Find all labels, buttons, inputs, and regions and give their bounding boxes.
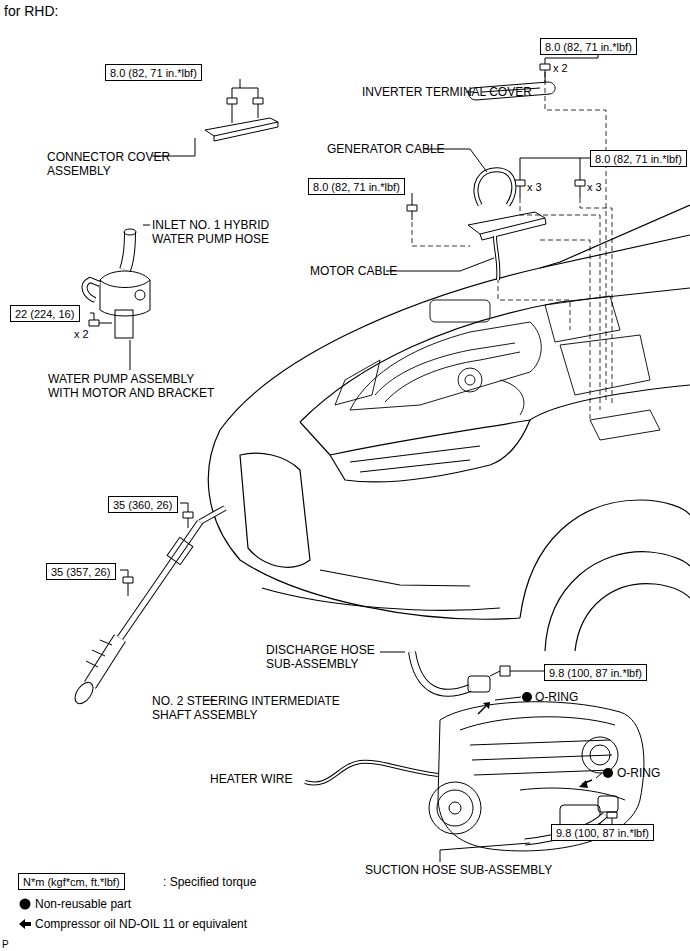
connector-cover [152, 79, 278, 156]
power-cable [386, 149, 590, 280]
torque-value: 8.0 (82, 71 in.*lbf) [110, 66, 197, 80]
torque-spec-box: 35 (360, 26) [108, 496, 178, 513]
torque-spec-box: 8.0 (82, 71 in.*lbf) [590, 150, 687, 167]
page-heading: for RHD: [4, 3, 58, 19]
vehicle-outline [208, 205, 690, 651]
torque-value: 35 (357, 26) [51, 565, 110, 579]
part-label: CONNECTOR COVER ASSEMBLY [47, 150, 172, 178]
torque-value: 9.8 (100, 87 in.*lbf) [556, 826, 649, 840]
non-reusable-dot [18, 897, 32, 911]
torque-value: 8.0 (82, 71 in.*lbf) [313, 180, 400, 194]
torque-value: N*m (kgf*cm, ft.*lbf) [23, 875, 120, 889]
quantity-label: x 2 [553, 61, 568, 75]
water-pump [85, 225, 150, 370]
part-label: SUCTION HOSE SUB-ASSEMBLY [365, 863, 552, 877]
unit-legend-box: N*m (kgf*cm, ft.*lbf) [18, 873, 125, 890]
quantity-label: x 2 [74, 327, 89, 341]
torque-spec-box: 8.0 (82, 71 in.*lbf) [105, 64, 202, 81]
legend-text: Compressor oil ND-OIL 11 or equivalent [35, 917, 247, 931]
quantity-label: x 3 [587, 180, 602, 194]
torque-value: 22 (224, 16) [15, 307, 74, 321]
torque-spec-box: 9.8 (100, 87 in.*lbf) [551, 824, 654, 841]
part-label: WATER PUMP ASSEMBLY WITH MOTOR AND BRACK… [48, 372, 223, 400]
part-label: INVERTER TERMINAL COVER [362, 85, 532, 99]
quantity-label: x 3 [527, 180, 542, 194]
torque-spec-box: 9.8 (100, 87 in.*lbf) [544, 664, 647, 681]
torque-spec-box: 8.0 (82, 71 in.*lbf) [540, 38, 637, 55]
torque-value: 8.0 (82, 71 in.*lbf) [595, 152, 682, 166]
part-label: GENERATOR CABLE [327, 142, 445, 156]
part-label: MOTOR CABLE [310, 264, 397, 278]
part-label: O-RING [535, 690, 578, 704]
part-label: DISCHARGE HOSE SUB-ASSEMBLY [266, 643, 391, 671]
engine-bay [335, 296, 660, 440]
torque-spec-box: 22 (224, 16) [10, 305, 80, 322]
torque-value: 8.0 (82, 71 in.*lbf) [545, 40, 632, 54]
part-label: : Specified torque [163, 875, 256, 889]
location-line [412, 72, 612, 420]
legend-text: Non-reusable part [35, 897, 131, 911]
torque-value: 9.8 (100, 87 in.*lbf) [549, 666, 642, 680]
page-code: P [2, 938, 9, 951]
part-label: HEATER WIRE [210, 772, 292, 786]
torque-spec-box: 8.0 (82, 71 in.*lbf) [308, 178, 405, 195]
torque-spec-box: 35 (357, 26) [46, 563, 116, 580]
steering-shaft [71, 503, 225, 707]
oil-arrow-symbol [18, 917, 32, 931]
part-label: O-RING [617, 766, 660, 780]
torque-value: 35 (360, 26) [113, 498, 172, 512]
part-label: INLET NO. 1 HYBRID WATER PUMP HOSE [152, 218, 302, 246]
part-label: NO. 2 STEERING INTERMEDIATE SHAFT ASSEMB… [152, 694, 377, 722]
